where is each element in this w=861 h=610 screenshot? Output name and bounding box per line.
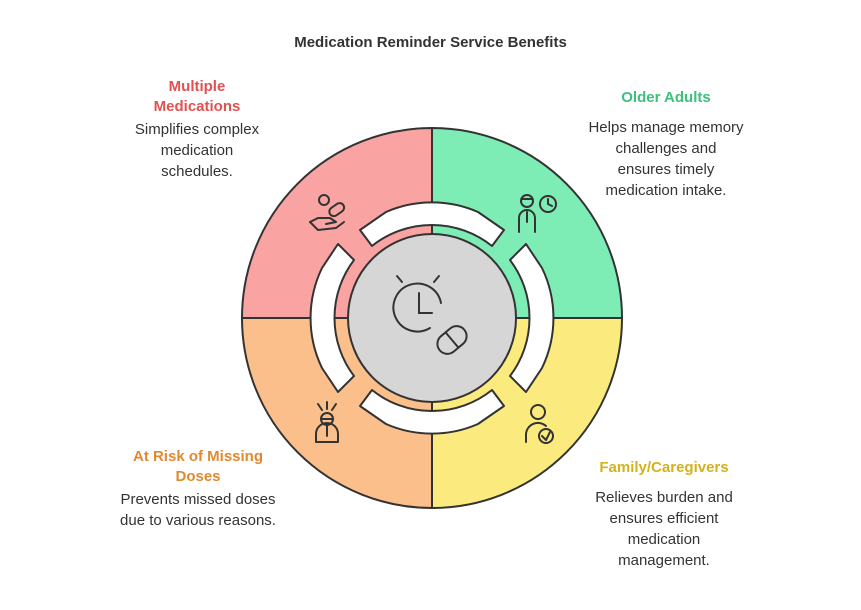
description-multiple-medications: Simplifies complex medication schedules. bbox=[134, 121, 260, 180]
heading-family-caregivers: Family/Caregivers bbox=[599, 459, 729, 476]
caregiver-icon bbox=[525, 404, 554, 444]
elder-clock-icon bbox=[518, 194, 557, 233]
clock-pill-icon bbox=[392, 275, 468, 355]
stressed-person-icon bbox=[315, 401, 339, 443]
label-at-risk: At Risk of Missing Doses Prevents missed… bbox=[114, 447, 282, 531]
label-family-caregivers: Family/Caregivers Relieves burden and en… bbox=[584, 458, 744, 571]
pills-hand-icon bbox=[309, 194, 346, 231]
description-family-caregivers: Relieves burden and ensures efficient me… bbox=[595, 489, 733, 569]
inner-ring bbox=[309, 201, 555, 435]
label-older-adults: Older Adults Helps manage memory challen… bbox=[588, 88, 744, 201]
heading-at-risk: At Risk of Missing Doses bbox=[132, 448, 263, 485]
diagram-title: Medication Reminder Service Benefits bbox=[294, 34, 567, 51]
description-at-risk: Prevents missed doses due to various rea… bbox=[120, 491, 276, 529]
heading-older-adults: Older Adults bbox=[621, 89, 711, 106]
label-multiple-medications: Multiple Medications Simplifies complex … bbox=[132, 77, 262, 182]
center-hub bbox=[347, 233, 517, 403]
heading-multiple-medications: Multiple Medications bbox=[153, 78, 241, 115]
description-older-adults: Helps manage memory challenges and ensur… bbox=[588, 119, 744, 199]
